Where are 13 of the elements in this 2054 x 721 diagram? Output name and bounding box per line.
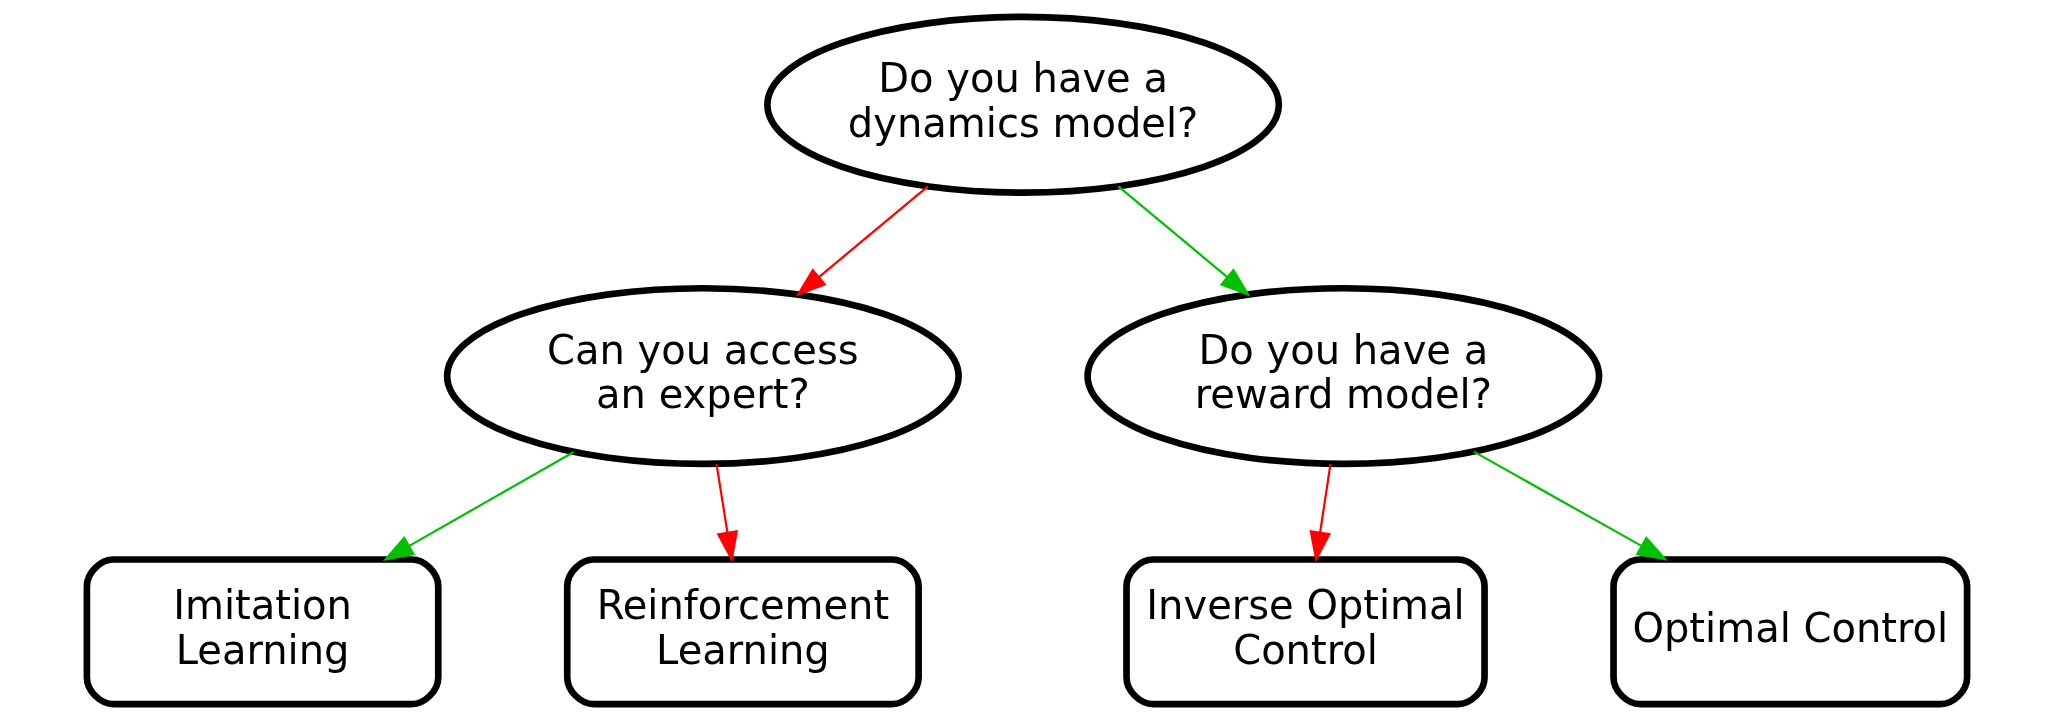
node-ellipse: Do you have a reward model?	[1084, 284, 1603, 468]
arrow	[1117, 185, 1251, 297]
node-box: Inverse Optimal Control	[1123, 556, 1488, 708]
arrow	[795, 185, 929, 297]
arrow	[1309, 463, 1332, 563]
node-box: Optimal Control	[1610, 556, 1971, 708]
arrow	[1473, 450, 1668, 561]
node-ellipse: Do you have a dynamics model?	[764, 13, 1283, 196]
node-box: Reinforcement Learning	[563, 556, 922, 708]
node-box: Imitation Learning	[83, 556, 442, 708]
node-ellipse: Can you access an expert?	[443, 284, 962, 468]
arrow	[382, 451, 575, 561]
arrow	[715, 463, 739, 563]
